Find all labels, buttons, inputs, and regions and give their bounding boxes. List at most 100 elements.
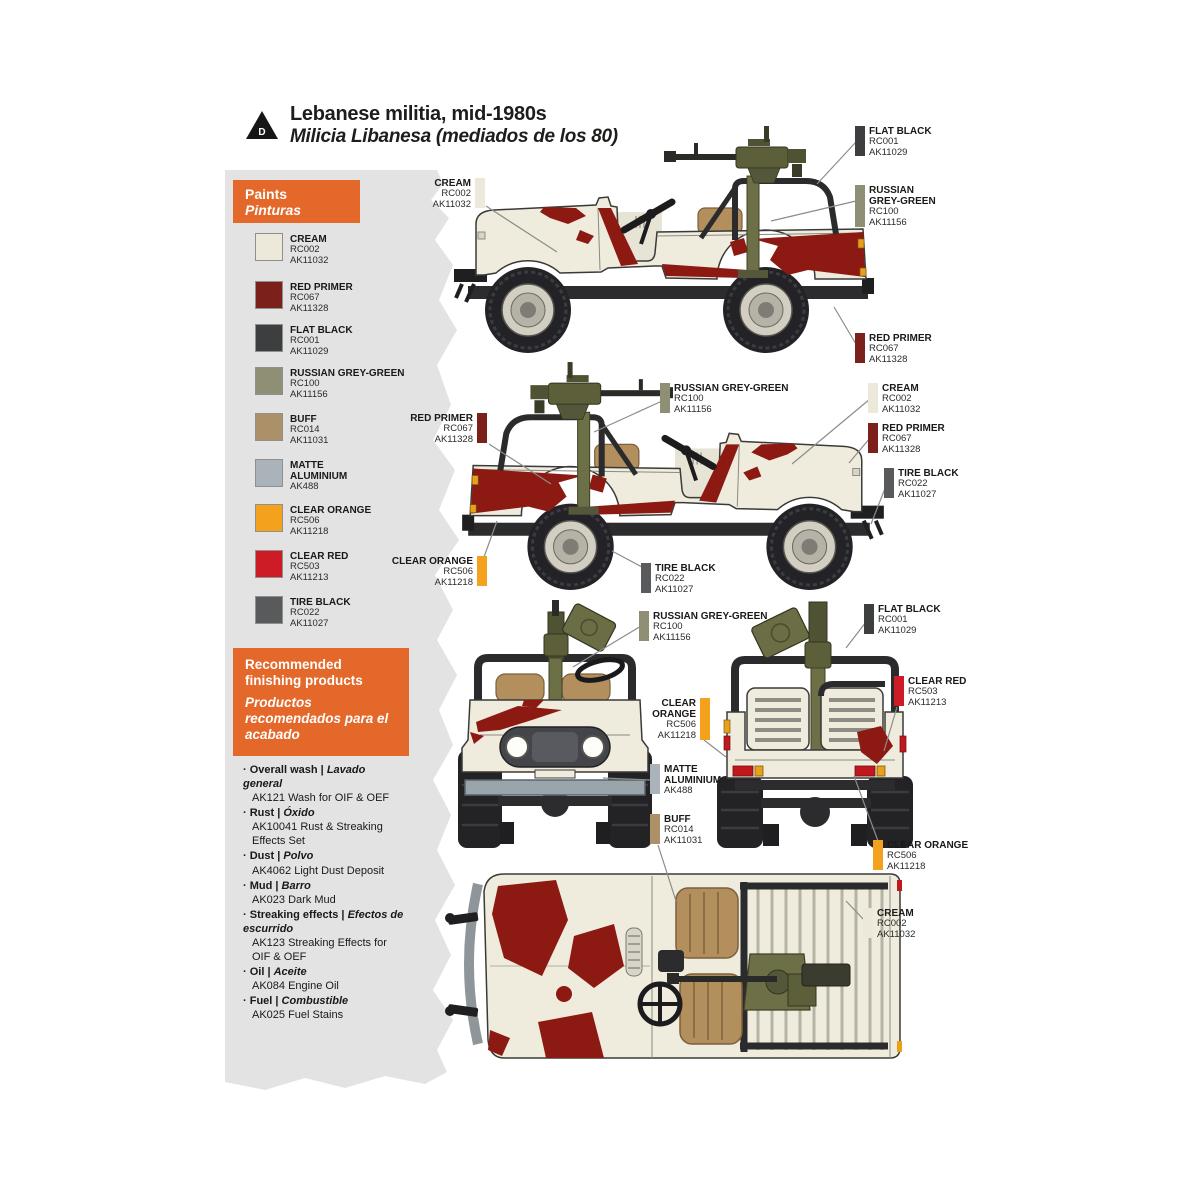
callout-code: RC002	[877, 918, 907, 929]
list-item: Overall wash | Lavado general AK121 Wash…	[243, 763, 407, 805]
callout-swatch	[855, 185, 865, 227]
list-item: Fuel | Combustible AK025 Fuel Stains	[243, 994, 407, 1022]
paint-code: AK11213	[290, 571, 329, 583]
callout-code: AK11032	[877, 928, 916, 940]
callout-swatch	[660, 383, 670, 413]
product-label-es: Lavado general	[243, 764, 366, 791]
callout-name: CLEAR ORANGE	[887, 840, 969, 851]
callout-red-primer: RED PRIMER RC067 AK11328	[868, 423, 945, 455]
paint-row-russian-grey-green: RUSSIAN GREY-GREEN RC100 AK11156	[255, 367, 445, 400]
callout-code: RC067	[882, 433, 912, 444]
paint-code: AK488	[290, 481, 319, 492]
vehicle-front-view	[458, 600, 652, 848]
callout-code: AK11027	[655, 583, 694, 595]
scheme-marker-triangle: D	[246, 111, 278, 139]
product-label-es: Barro	[281, 879, 311, 892]
product-label-es: Polvo	[283, 850, 314, 863]
paints-header-es: Pinturas	[245, 202, 302, 219]
callout-code: RC506	[443, 566, 473, 577]
callout-code: AK11029	[878, 624, 917, 636]
callout-swatch	[475, 178, 485, 208]
paint-code: RC022	[290, 607, 320, 618]
callout-code: AK11328	[869, 353, 908, 365]
callout-code: AK11218	[887, 860, 926, 872]
callout-red-primer: RED PRIMER RC067 AK11328	[370, 413, 487, 445]
callout-name: CREAM	[882, 383, 919, 394]
paint-name: TIRE BLACK	[290, 597, 351, 608]
callout-red-primer: RED PRIMER RC067 AK11328	[855, 333, 932, 365]
paint-row-buff: BUFF RC014 AK11031	[255, 413, 445, 446]
finishing-header-es: Productos recomendados para el acabado	[245, 695, 389, 742]
callout-name: BUFF	[664, 814, 691, 825]
paint-swatch	[255, 459, 283, 487]
paint-name: RUSSIAN GREY-GREEN	[290, 368, 405, 379]
list-item: Rust | Óxido AK10041 Rust & Streaking Ef…	[243, 806, 407, 848]
product-detail: AK023 Dark Mud	[252, 893, 336, 906]
callout-clear-orange: CLEAR ORANGE RC506 AK11218	[873, 840, 968, 872]
callout-swatch	[868, 423, 878, 453]
callout-name: TIRE BLACK	[655, 563, 716, 574]
callout-name: CREAM	[434, 178, 471, 189]
paints-header: Paints Pinturas	[233, 180, 360, 223]
callout-code: RC067	[869, 343, 899, 354]
callout-code: RC022	[655, 573, 685, 584]
callout-swatch	[855, 126, 865, 156]
callout-name: RUSSIAN GREY-GREEN	[869, 185, 936, 207]
paint-row-matte-aluminium: MATTE ALUMINIUM AK488	[255, 459, 445, 493]
callout-swatch	[477, 413, 487, 443]
callout-code: AK11328	[882, 443, 921, 455]
callout-clear-orange: CLEAR ORANGE RC506 AK11218	[630, 698, 710, 741]
callout-swatch	[863, 908, 873, 938]
list-item: Dust | Polvo AK4062 Light Dust Deposit	[243, 849, 407, 877]
callout-code: RC100	[674, 393, 704, 404]
paint-code: AK11029	[290, 345, 329, 357]
paint-code: RC506	[290, 515, 320, 526]
product-label-es: Efectos de escurrido	[243, 908, 404, 935]
page-title: Lebanese militia, mid-1980s	[290, 103, 547, 125]
callout-code: AK11156	[869, 216, 907, 228]
callout-code: AK11213	[908, 696, 947, 708]
product-detail: AK121 Wash for OIF & OEF	[252, 792, 390, 805]
callout-code: RC022	[898, 478, 928, 489]
callout-swatch	[477, 556, 487, 586]
callout-code: RC503	[908, 686, 938, 697]
paint-row-cream: CREAM RC002 AK11032	[255, 233, 445, 266]
product-label-en: Mud |	[249, 879, 279, 892]
callout-name: RUSSIAN GREY-GREEN	[674, 383, 789, 394]
paint-name: CLEAR RED	[290, 551, 349, 562]
callout-code: RC001	[869, 136, 899, 147]
paint-code: AK11328	[290, 302, 329, 314]
callout-swatch	[639, 611, 649, 641]
callout-swatch	[868, 383, 878, 413]
callout-code: AK11031	[664, 834, 703, 846]
paint-name: MATTE ALUMINIUM	[290, 460, 348, 482]
callout-name: RUSSIAN GREY-GREEN	[653, 611, 768, 622]
callout-swatch	[650, 764, 660, 794]
list-item: Streaking effects | Efectos de escurrido…	[243, 908, 407, 964]
callout-code: AK11032	[432, 198, 471, 210]
list-item: Oil | Aceite AK084 Engine Oil	[243, 965, 407, 993]
product-label-es: Óxido	[283, 807, 315, 820]
vehicle-side-view-right	[454, 126, 874, 353]
callout-name: TIRE BLACK	[898, 468, 959, 479]
paint-swatch	[255, 367, 283, 395]
product-detail: AK123 Streaking Effects for OIF & OEF	[252, 936, 387, 964]
product-detail: AK025 Fuel Stains	[252, 1009, 344, 1022]
paint-name: RED PRIMER	[290, 282, 353, 293]
callout-name: CLEAR ORANGE	[391, 556, 473, 567]
callout-code: RC506	[666, 719, 696, 730]
callout-swatch	[873, 840, 883, 870]
callout-swatch	[855, 333, 865, 363]
callout-swatch	[641, 563, 651, 593]
sidebar-paper-strip	[225, 170, 459, 1090]
product-detail: AK4062 Light Dust Deposit	[252, 864, 385, 877]
product-detail: AK084 Engine Oil	[252, 980, 339, 993]
paint-code: AK11032	[290, 254, 329, 266]
callout-code: AK11218	[434, 576, 473, 588]
paint-row-clear-red: CLEAR RED RC503 AK11213	[255, 550, 445, 583]
callout-swatch	[884, 468, 894, 498]
paint-code: RC067	[290, 292, 320, 303]
callout-code: RC002	[882, 393, 912, 404]
paint-code: AK11031	[290, 434, 329, 446]
callout-tire-black: TIRE BLACK RC022 AK11027	[641, 563, 716, 595]
